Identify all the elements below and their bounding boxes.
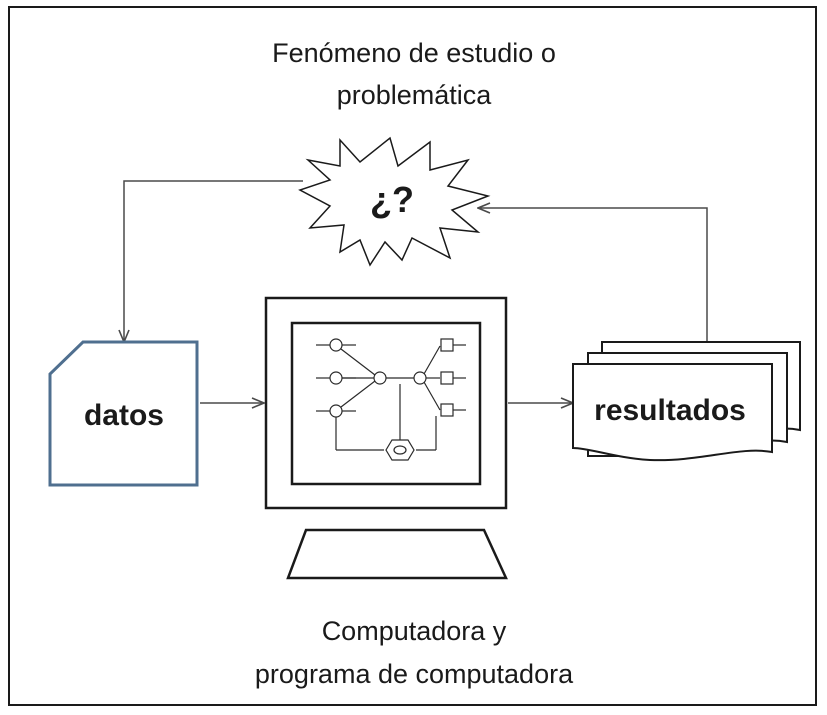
- burst-text: ¿?: [370, 179, 414, 220]
- arrow-burst-to-datos: [124, 180, 303, 342]
- top-caption-line-2: problemática: [337, 80, 493, 110]
- keyboard: [286, 528, 508, 580]
- input-label: datos: [84, 399, 164, 432]
- question-burst-icon: ¿?: [298, 136, 491, 267]
- bottom-caption-line-1: Computadora y: [322, 616, 507, 646]
- bottom-caption-line-2: programa de computadora: [255, 659, 574, 689]
- program-network-icon: [316, 338, 466, 461]
- top-caption-line-1: Fenómeno de estudio o: [272, 38, 556, 68]
- computer-monitor: [264, 296, 508, 510]
- output-label: resultados: [594, 394, 746, 427]
- datos-document: datos: [48, 340, 199, 487]
- resultados-documents: resultados: [572, 341, 801, 462]
- arrow-resultados-to-burst: [478, 208, 708, 357]
